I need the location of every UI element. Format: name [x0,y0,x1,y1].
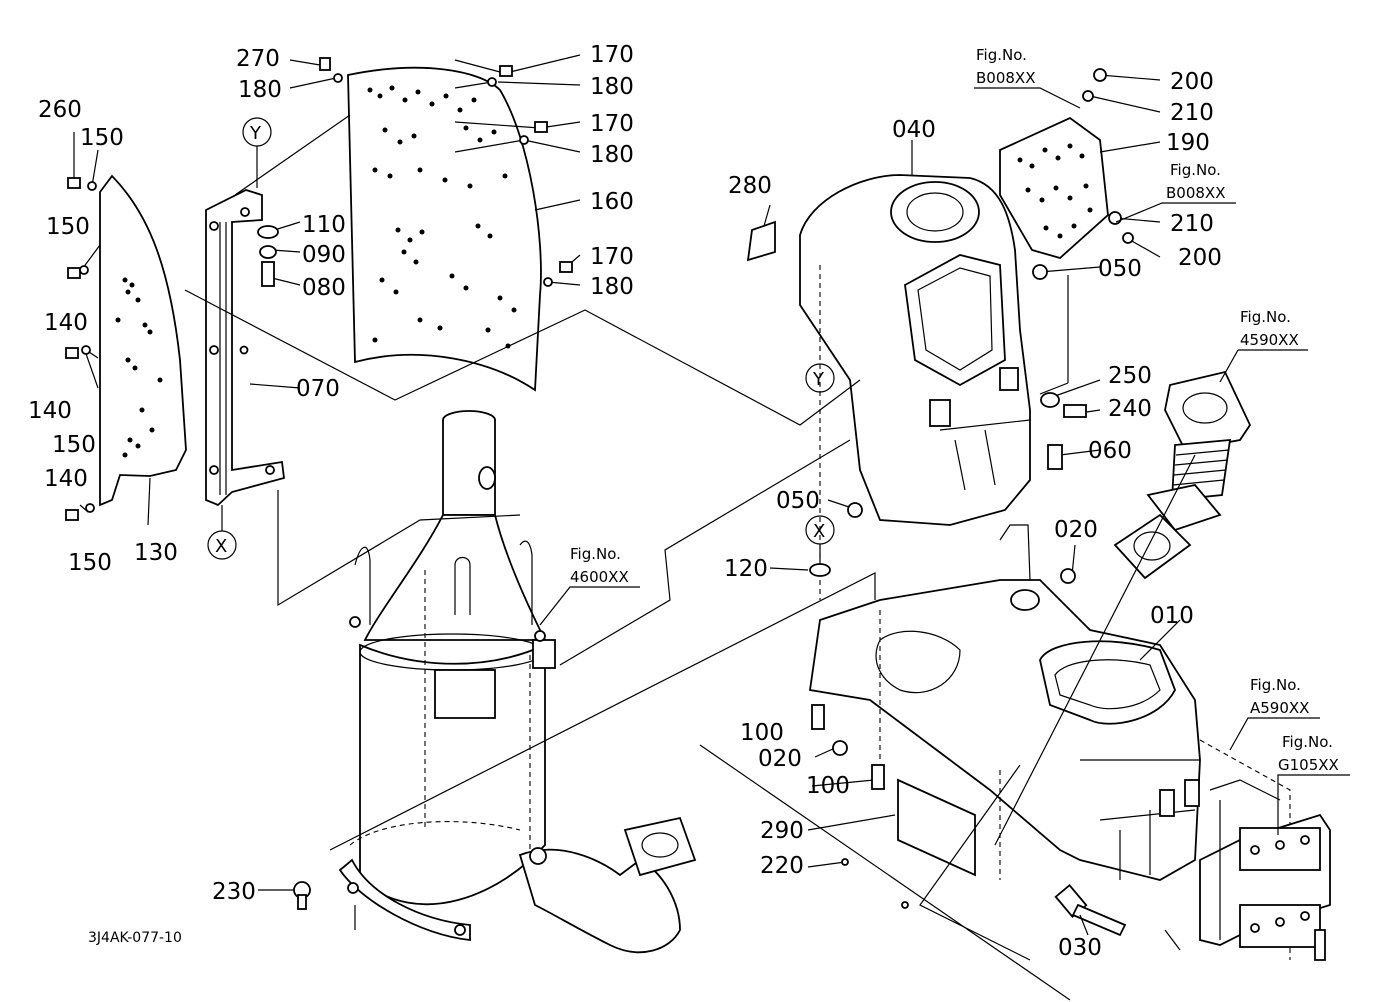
label-150: 150 [52,432,96,458]
label-140: 140 [44,310,88,336]
label-140: 140 [28,398,72,424]
assembly-lines [184,114,1196,1001]
label-060: 060 [1088,438,1132,464]
callout-title: Fig.No. [570,545,621,563]
label-120: 120 [724,556,768,582]
callout-ref-b008xx: B008XX [976,69,1035,87]
leader-lines [73,54,1181,936]
heat-shield-190 [999,116,1109,260]
label-210: 210 [1170,100,1214,126]
callout-ref-b008xx: B008XX [1166,184,1225,202]
drawing-code: 3J4AK-077-10 [88,930,182,946]
figure-callouts: Fig.No. B008XX Fig.No. B008XX Fig.No. 45… [539,46,1350,835]
label-190: 190 [1166,130,1210,156]
label-180: 180 [590,274,634,300]
label-040: 040 [892,117,936,143]
marker-x: X [813,521,825,542]
label-030: 030 [1058,935,1102,961]
label-140: 140 [44,466,88,492]
label-090: 090 [302,242,346,268]
callout-ref-4590xx: 4590XX [1240,331,1299,349]
bolt-030 [1054,883,1127,937]
label-170: 170 [590,111,634,137]
callout-title: Fig.No. [1282,733,1333,751]
callout-ref-a590xx: A590XX [1250,699,1309,717]
label-100: 100 [740,720,784,746]
label-290: 290 [760,818,804,844]
label-080: 080 [302,275,346,301]
fasteners [65,57,1134,910]
label-050: 050 [776,488,820,514]
callout-title: Fig.No. [1170,161,1221,179]
label-280: 280 [728,173,772,199]
label-110: 110 [302,212,346,238]
label-020: 020 [1054,517,1098,543]
side-cover-130 [99,174,187,507]
part-labels: 270 180 170 180 170 180 160 170 180 260 … [28,42,1222,961]
right-frame [1199,739,1331,961]
bracket-070 [205,189,285,507]
label-170: 170 [590,42,634,68]
callout-ref-4600xx: 4600XX [570,568,629,586]
callout-title: Fig.No. [976,46,1027,64]
label-160: 160 [590,189,634,215]
outlet-elbow [518,816,697,954]
label-170: 170 [590,244,634,270]
label-210: 210 [1170,211,1214,237]
label-150: 150 [68,550,112,576]
label-010: 010 [1150,603,1194,629]
marker-y: Y [249,123,262,144]
callout-title: Fig.No. [1250,676,1301,694]
reference-markers: Y X Y X [207,117,835,562]
label-250: 250 [1108,363,1152,389]
exhaust-pipe [354,410,547,641]
marker-y: Y [812,369,825,390]
label-230: 230 [212,879,256,905]
label-180: 180 [238,77,282,103]
label-150: 150 [80,125,124,151]
label-200: 200 [1178,245,1222,271]
label-220: 220 [760,853,804,879]
callout-title: Fig.No. [1240,308,1291,326]
label-180: 180 [590,142,634,168]
plate-290 [897,778,976,877]
label-240: 240 [1108,396,1152,422]
label-260: 260 [38,97,82,123]
label-050: 050 [1098,256,1142,282]
muffler-body [338,630,556,941]
upper-housing-040 [799,174,1031,526]
label-070: 070 [296,376,340,402]
marker-x: X [215,536,227,557]
callout-ref-g105xx: G105XX [1278,756,1339,774]
label-200: 200 [1170,69,1214,95]
support-frame-010 [808,524,1201,881]
label-100: 100 [806,773,850,799]
label-150: 150 [46,214,90,240]
label-020: 020 [758,746,802,772]
label-180: 180 [590,74,634,100]
label-130: 130 [134,540,178,566]
perforated-cover-160 [347,66,542,392]
label-270: 270 [236,46,280,72]
